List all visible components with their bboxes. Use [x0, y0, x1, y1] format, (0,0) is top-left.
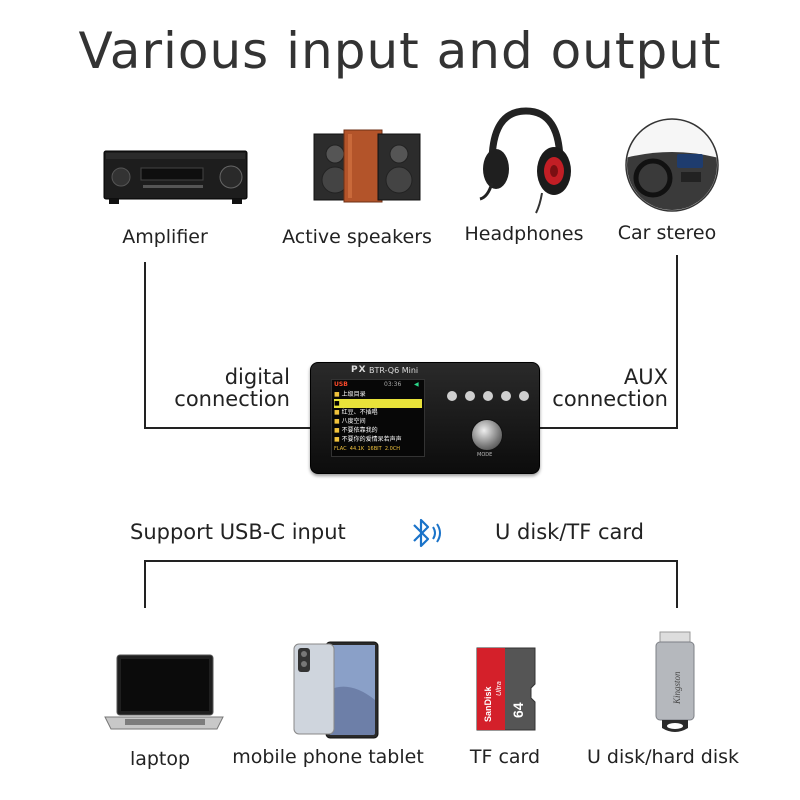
down-button[interactable]: [501, 391, 511, 401]
device-model: BTR-Q6 Mini: [369, 366, 419, 375]
digital-line-horizontal: [144, 427, 311, 429]
tf-card-label: TF card: [469, 746, 541, 768]
tf-card-image: SanDisk Ultra 64: [473, 646, 539, 732]
aux-label-line1: AUX: [623, 365, 668, 389]
headphones-image: [478, 105, 573, 215]
mode-knob[interactable]: [471, 419, 503, 451]
bluetooth-icon: [406, 516, 446, 552]
aux-label-line2: connection: [552, 387, 668, 411]
input-line-horizontal: [144, 560, 678, 562]
amplifier-label: Amplifier: [122, 226, 208, 248]
device-body: PX BTR-Q6 Mini USB 03:36 ◀ ■ 上级目录 ■ ■ 红豆…: [310, 362, 540, 474]
car-stereo-label: Car stereo: [617, 222, 717, 244]
screen-item-selected: ■: [334, 399, 422, 408]
active-speakers-image: [308, 128, 423, 203]
menu-button[interactable]: [483, 391, 493, 401]
car-stereo-image: [625, 118, 719, 212]
usb-stick-image: Kingston: [650, 630, 700, 736]
power-button[interactable]: [447, 391, 457, 401]
input-line-right: [676, 560, 678, 608]
screen-item: ■ 不要你的爱情呆若声声: [334, 436, 402, 443]
screen-item: ■ 上级目录: [334, 391, 366, 398]
aux-line-vertical: [676, 255, 678, 428]
screen-item: ■ 红豆、不插唱: [334, 409, 378, 416]
sd-capacity-text: 64: [510, 702, 526, 718]
amplifier-image: [103, 148, 248, 206]
phone-tablet-label: mobile phone tablet: [232, 746, 424, 768]
digital-label-line1: digital: [224, 365, 290, 389]
headphones-label: Headphones: [464, 223, 584, 245]
udisk-tf-label: U disk/TF card: [495, 520, 644, 544]
input-line-left: [144, 560, 146, 608]
phone-tablet-image: [290, 640, 380, 740]
up-button[interactable]: [465, 391, 475, 401]
device-brand: PX: [351, 365, 367, 375]
screen-format: FLAC 44.1K 16BIT 2.0CH: [334, 446, 401, 452]
active-speakers-label: Active speakers: [282, 226, 432, 248]
device-buttons: [445, 385, 535, 409]
sd-brand-text: SanDisk: [483, 685, 493, 722]
digital-connection-label: digital connection: [150, 366, 290, 410]
page-title: Various input and output: [78, 22, 722, 80]
screen-time: 03:36: [384, 381, 402, 388]
udisk-hard-disk-label: U disk/hard disk: [586, 746, 740, 768]
usb-c-input-label: Support USB-C input: [130, 520, 346, 544]
screen-item: ■ 八度空间: [334, 418, 366, 425]
knob-label: MODE: [477, 452, 493, 458]
laptop-label: laptop: [129, 748, 191, 770]
volume-icon: ◀: [414, 381, 419, 388]
sd-line-text: Ultra: [496, 681, 503, 696]
aux-connection-label: AUX connection: [546, 366, 668, 410]
aux-line-horizontal: [538, 427, 678, 429]
screen-item: ■ 不要依靠我的: [334, 427, 378, 434]
usb-brand-text: Kingston: [672, 671, 682, 705]
screen-source: USB: [334, 381, 348, 388]
laptop-image: [103, 653, 225, 733]
device-screen: USB 03:36 ◀ ■ 上级目录 ■ ■ 红豆、不插唱 ■ 八度空间 ■ 不…: [331, 379, 425, 457]
screen-list: ■ 上级目录 ■ ■ 红豆、不插唱 ■ 八度空间 ■ 不要依靠我的 ■ 不要你的…: [334, 390, 422, 444]
update-button[interactable]: [519, 391, 529, 401]
digital-line-vertical: [144, 262, 146, 428]
digital-label-line2: connection: [174, 387, 290, 411]
